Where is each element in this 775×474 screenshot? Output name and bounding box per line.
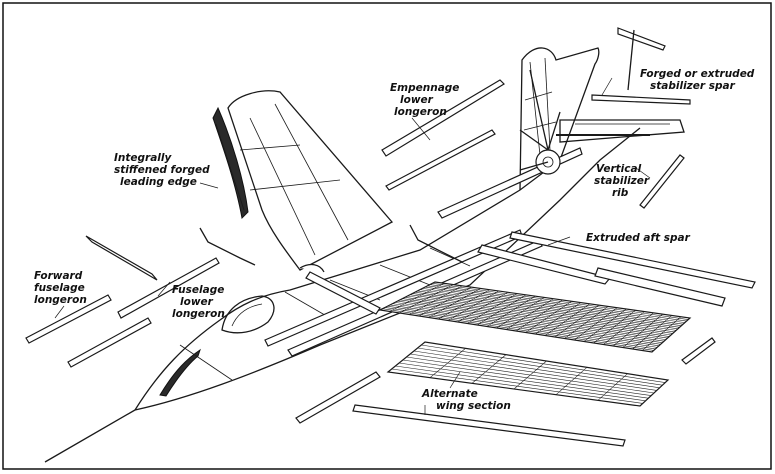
grid-line xyxy=(525,301,572,333)
grid-line xyxy=(513,360,547,390)
grid-line xyxy=(467,293,518,324)
label-fuselage-lower-longeron: Fuselage lower longeron xyxy=(172,284,225,320)
alternate-wing-section xyxy=(386,341,670,407)
grid-line xyxy=(622,313,663,348)
label-alternate-wing-section: Alternate wing section xyxy=(422,388,511,412)
grid-line xyxy=(555,367,588,395)
leader-lines xyxy=(54,77,651,415)
grid-line xyxy=(457,292,509,323)
vertical-stabilizer xyxy=(519,47,600,191)
grid-line xyxy=(612,312,654,347)
grid-line xyxy=(574,307,618,341)
grid-line xyxy=(564,306,609,339)
grid-line xyxy=(632,315,672,350)
grid-line xyxy=(389,283,445,312)
wing xyxy=(227,90,394,271)
grid-line xyxy=(438,289,490,320)
label-vertical-stabilizer-rib: Vertical stabilizer rib xyxy=(594,163,650,199)
horizontal-stabilizer xyxy=(559,119,685,143)
grid-line xyxy=(486,295,536,327)
grid-line xyxy=(496,297,545,329)
grid-line xyxy=(593,310,636,344)
loose-parts xyxy=(25,27,756,447)
grid-line xyxy=(642,316,682,351)
wing-grid-section xyxy=(378,281,692,353)
label-empennage-lower-longeron: Empennage lower longeron xyxy=(390,82,460,118)
grid-line xyxy=(535,302,581,335)
leading-edge-part xyxy=(212,106,249,220)
grid-line xyxy=(583,308,627,342)
grid-line xyxy=(515,299,563,332)
label-leading-edge: Integrally stiffened forged leading edge xyxy=(114,152,210,188)
grid-line xyxy=(544,303,590,336)
grid-line xyxy=(429,348,466,378)
label-forward-fuselage-longeron: Forward fuselage longeron xyxy=(34,270,87,306)
label-stabilizer-spar: Forged or extruded stabilizer spar xyxy=(640,68,755,92)
grid-line xyxy=(447,290,499,321)
grid-line xyxy=(471,354,507,384)
grid-line xyxy=(418,286,472,317)
label-extruded-aft-spar: Extruded aft spar xyxy=(586,232,690,244)
grid-line xyxy=(409,285,463,315)
grid-line xyxy=(506,298,554,330)
grid-line xyxy=(476,294,527,326)
grid-line xyxy=(399,284,454,314)
grid-line xyxy=(597,373,628,401)
grid-line xyxy=(603,311,645,345)
grid-line xyxy=(554,304,600,338)
grid-line xyxy=(428,288,481,318)
